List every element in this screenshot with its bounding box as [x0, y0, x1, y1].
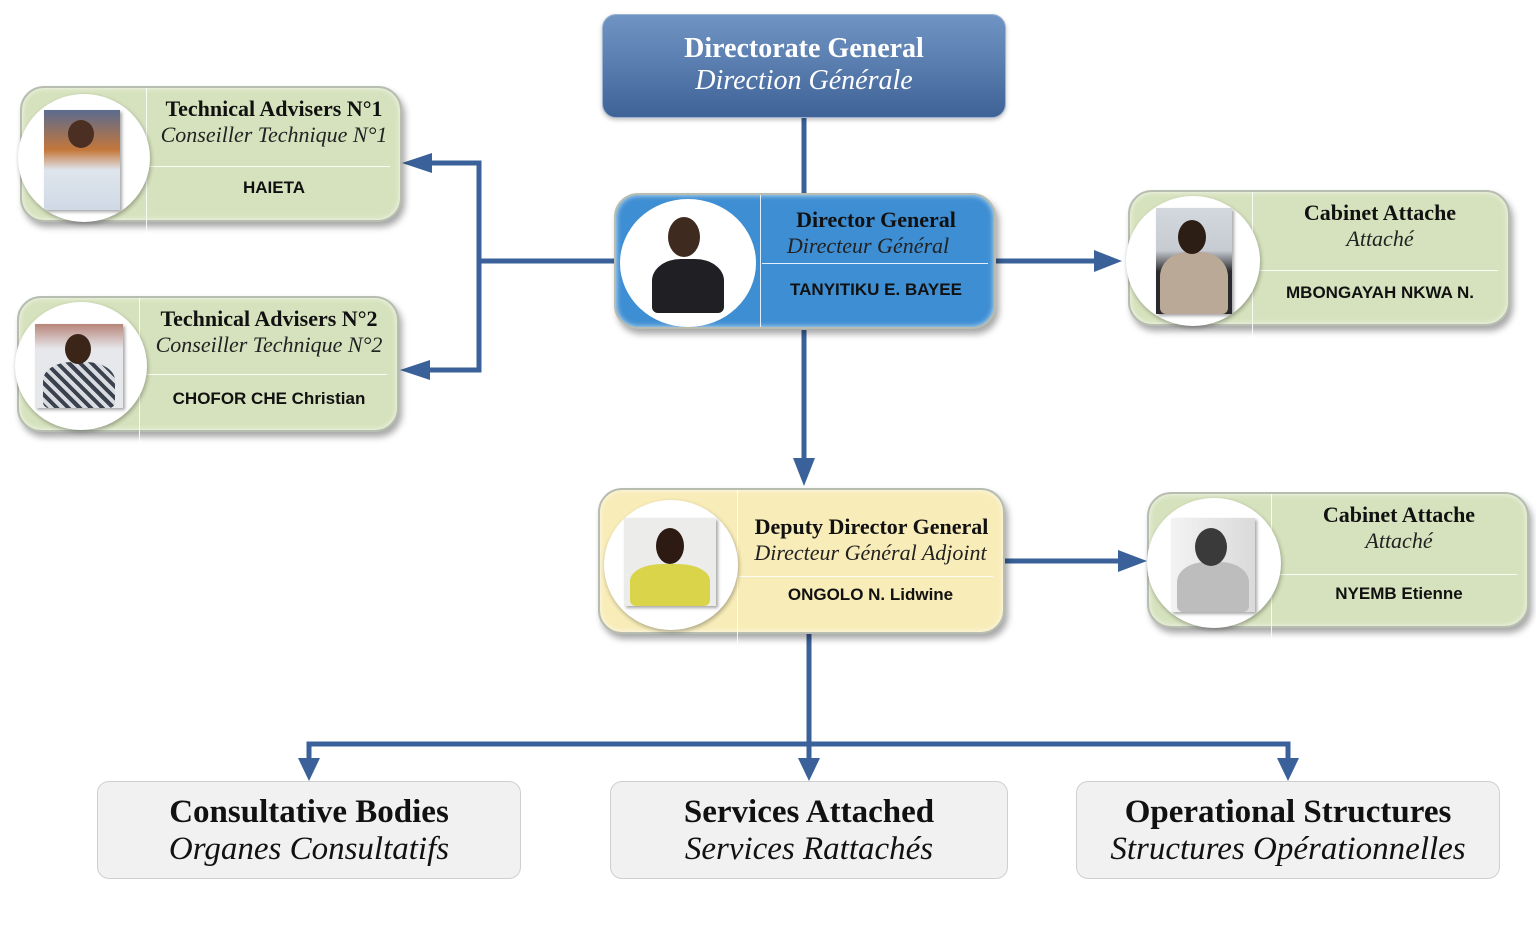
cabinet-attache-2-card[interactable]: Cabinet Attache Attaché NYEMB Etienne	[1147, 492, 1529, 640]
operational-structures-title-en: Operational Structures	[1124, 794, 1452, 830]
divider	[1254, 270, 1498, 271]
director-general-photo	[620, 199, 756, 327]
services-attached-title-en: Services Attached	[683, 794, 935, 830]
connector-bottom-bracket	[306, 741, 1291, 760]
deputy-title-en: Deputy Director General	[754, 514, 989, 539]
attache-2-title-fr: Attaché	[1365, 528, 1433, 553]
arrow-to-deputy	[793, 458, 815, 486]
consultative-bodies-box[interactable]: Consultative Bodies Organes Consultatifs	[97, 781, 521, 879]
portrait-torso	[630, 564, 710, 606]
adviser-2-title-fr: Conseiller Technique N°2	[155, 332, 383, 357]
operational-structures-box[interactable]: Operational Structures Structures Opérat…	[1076, 781, 1500, 879]
arrow-to-adviser-2	[400, 360, 430, 380]
divider	[762, 263, 988, 264]
arrow-to-attache-2	[1118, 550, 1147, 572]
arrow-to-adviser-1	[402, 153, 432, 173]
portrait-torso	[43, 362, 115, 408]
portrait-torso	[1177, 562, 1249, 612]
portrait-image	[648, 213, 728, 313]
technical-adviser-1-card[interactable]: Technical Advisers N°1 Conseiller Techni…	[18, 86, 402, 234]
director-general-card[interactable]: Director General Directeur Général TANYI…	[614, 193, 996, 329]
attache-1-title-fr: Attaché	[1346, 226, 1414, 251]
portrait-head	[68, 120, 94, 148]
divider	[760, 195, 761, 327]
portrait-image	[1156, 208, 1232, 314]
divider	[141, 374, 387, 375]
deputy-name: ONGOLO N. Lidwine	[787, 585, 954, 604]
adviser-1-title-en: Technical Advisers N°1	[165, 96, 383, 121]
adviser-2-name: CHOFOR CHE Christian	[172, 389, 366, 408]
dg-name: TANYITIKU E. BAYEE	[790, 280, 962, 299]
arrow-to-consultative	[298, 758, 320, 781]
portrait-head	[1178, 220, 1206, 254]
portrait-head	[668, 217, 700, 257]
header-title-fr: Direction Générale	[695, 65, 913, 96]
technical-adviser-2-card[interactable]: Technical Advisers N°2 Conseiller Techni…	[15, 296, 399, 444]
portrait-torso	[1160, 252, 1228, 314]
adviser-1-title-fr: Conseiller Technique N°1	[160, 122, 388, 147]
directorate-general-box[interactable]: Directorate General Direction Générale	[602, 14, 1006, 118]
attache-2-photo	[1147, 498, 1281, 628]
operational-structures-title-fr: Structures Opérationnelles	[1110, 831, 1466, 867]
deputy-photo	[604, 500, 738, 630]
consultative-bodies-title-fr: Organes Consultatifs	[168, 831, 450, 867]
portrait-image	[44, 110, 120, 210]
adviser-1-photo	[18, 94, 150, 222]
consultative-bodies-title-en: Consultative Bodies	[169, 794, 449, 830]
arrow-to-operational	[1277, 758, 1299, 781]
deputy-title-fr: Directeur Général Adjoint	[754, 540, 987, 565]
portrait-image	[35, 324, 123, 408]
adviser-2-title-en: Technical Advisers N°2	[160, 306, 378, 331]
attache-1-name: MBONGAYAH NKWA N.	[1286, 283, 1474, 302]
divider	[148, 166, 390, 167]
arrow-to-services	[798, 758, 820, 781]
portrait-head	[656, 528, 684, 564]
dg-title-en: Director General	[796, 207, 956, 232]
divider	[1273, 574, 1517, 575]
deputy-director-general-card[interactable]: Deputy Director General Directeur Généra…	[598, 488, 1005, 646]
connector-advisers-bracket	[430, 160, 482, 373]
services-attached-title-fr: Services Rattachés	[684, 831, 934, 867]
portrait-torso	[652, 259, 724, 313]
attache-1-photo	[1126, 196, 1260, 326]
dg-title-fr: Directeur Général	[786, 233, 950, 258]
portrait-head	[1195, 528, 1227, 566]
portrait-image	[1171, 518, 1255, 612]
arrow-to-attache-1	[1094, 250, 1122, 272]
divider	[739, 576, 993, 577]
adviser-2-photo	[15, 302, 147, 430]
services-attached-box[interactable]: Services Attached Services Rattachés	[610, 781, 1008, 879]
adviser-1-name: HAIETA	[242, 178, 305, 197]
attache-2-title-en: Cabinet Attache	[1322, 502, 1476, 527]
portrait-head	[65, 334, 91, 364]
attache-2-name: NYEMB Etienne	[1335, 584, 1463, 603]
attache-1-title-en: Cabinet Attache	[1303, 200, 1457, 225]
cabinet-attache-1-card[interactable]: Cabinet Attache Attaché MBONGAYAH NKWA N…	[1126, 190, 1510, 338]
portrait-image	[624, 518, 716, 606]
header-title-en: Directorate General	[684, 33, 924, 64]
